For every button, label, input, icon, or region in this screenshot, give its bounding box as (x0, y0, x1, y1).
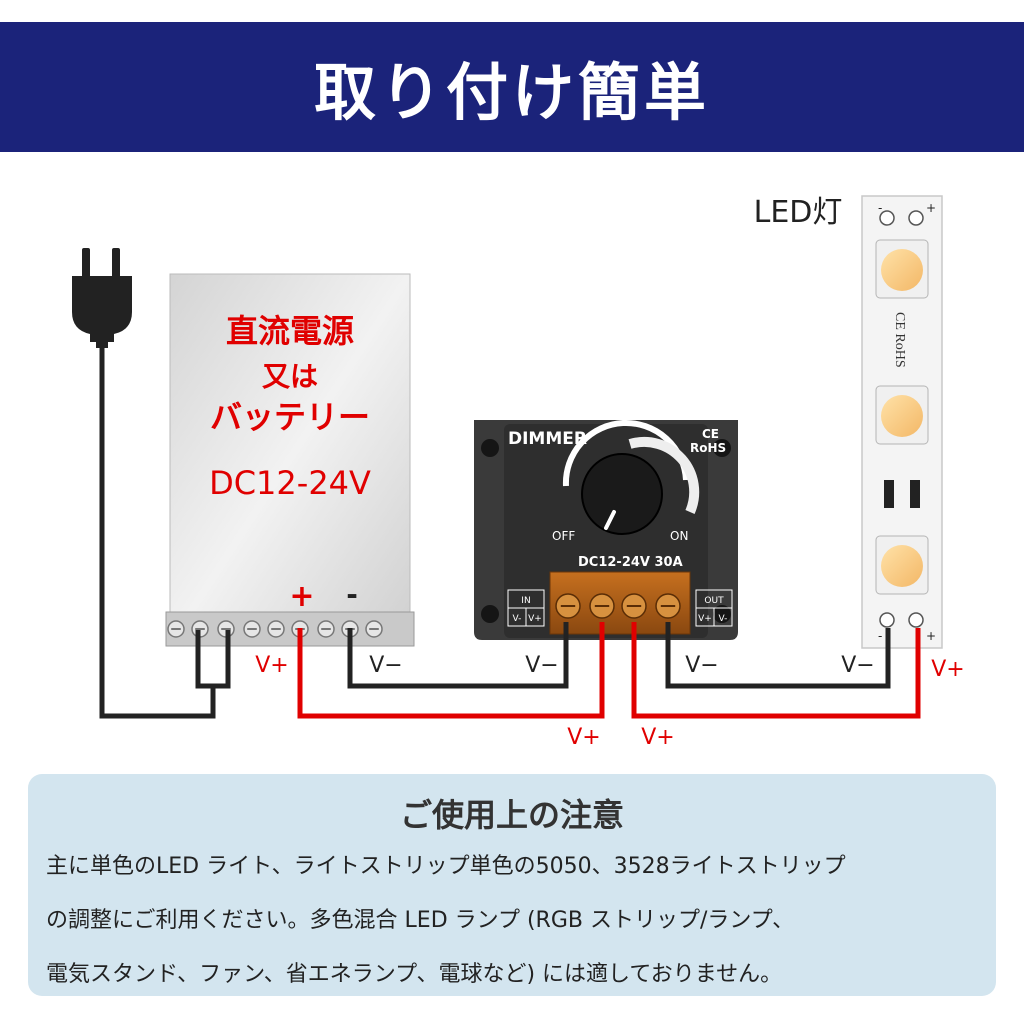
terminal-screw (589, 593, 615, 619)
terminal-screw (655, 593, 681, 619)
led-top-plus: + (926, 201, 936, 215)
led-chip (875, 239, 929, 299)
usage-notes-panel: ご使用上の注意 主に単色のLED ライト、ライトストリップ単色の5050、352… (28, 774, 996, 996)
led-chip (875, 385, 929, 445)
dimmer-in-label: IN (521, 596, 530, 606)
terminal-screw (621, 593, 647, 619)
notes-line: 電気スタンド、ファン、省エネランプ、電球など) には適しておりません。 (46, 962, 783, 987)
led-bottom-minus: - (878, 629, 882, 643)
power-supply: 直流電源 又は バッテリー DC12-24V + - (165, 273, 415, 647)
psu-vminus-label: V− (369, 653, 402, 678)
led-cert-label: CE RoHS (892, 312, 907, 368)
wiring-diagram: 直流電源 又は バッテリー DC12-24V + - DIMMER CE RoH… (72, 195, 965, 750)
dimmer-out-label: OUT (704, 596, 724, 606)
dimmer-knob[interactable] (581, 453, 663, 535)
led-vplus-label: V+ (931, 657, 964, 682)
dimmer-in-vplus-label: V+ (567, 725, 600, 750)
negative-wire-in (347, 622, 569, 689)
led-top-minus: - (878, 201, 882, 215)
dimmer-terminal-block (555, 593, 681, 619)
led-vminus-label: V− (841, 653, 874, 678)
plug-cable-fork (195, 630, 231, 689)
dimmer-off-label: OFF (552, 529, 575, 543)
dimmer-device: DIMMER CE RoHS OFF ON DC12-24V 30A IN V-… (474, 420, 738, 640)
led-bottom-plus: + (926, 629, 936, 643)
dimmer-in-vminus-label: V− (525, 653, 558, 678)
psu-terminal-block (167, 620, 383, 638)
psu-label-line1: 直流電源 (226, 312, 354, 350)
dimmer-ce-label: CE (702, 427, 719, 441)
terminal-screw (243, 620, 261, 638)
psu-plus-label: + (289, 579, 314, 614)
positive-wire-in (297, 622, 605, 719)
terminal-screw (555, 593, 581, 619)
led-chip (875, 535, 929, 595)
dimmer-brand-label: DIMMER (508, 429, 587, 449)
header-banner: 取り付け簡単 (0, 22, 1024, 152)
dimmer-rohs-label: RoHS (690, 441, 726, 455)
psu-minus-label: - (346, 578, 358, 611)
dimmer-out-terminal-1: V+ (698, 614, 712, 624)
plug-cable (99, 346, 216, 719)
led-title: LED灯 (754, 195, 843, 230)
terminal-screw (167, 620, 185, 638)
psu-vplus-label: V+ (255, 653, 288, 678)
terminal-screw (317, 620, 335, 638)
led-resistor (884, 480, 920, 508)
page-title: 取り付け簡単 (313, 56, 710, 129)
psu-voltage-label: DC12-24V (209, 464, 371, 502)
terminal-screw (365, 620, 383, 638)
dimmer-on-label: ON (670, 529, 688, 543)
dimmer-out-vminus-label: V− (685, 653, 718, 678)
dimmer-out-terminal-2: V- (719, 614, 728, 624)
psu-label-line3: バッテリー (210, 398, 370, 436)
positive-wire-out (631, 622, 921, 719)
wires (99, 346, 921, 719)
led-strip: LED灯 - + CE RoHS - + (754, 195, 943, 649)
notes-title: ご使用上の注意 (399, 796, 624, 834)
psu-label-line2: 又は (262, 360, 318, 393)
dimmer-rating-label: DC12-24V 30A (578, 555, 683, 570)
power-plug-icon (72, 248, 132, 348)
notes-line: 主に単色のLED ライト、ライトストリップ単色の5050、3528ライトストリッ… (46, 854, 846, 879)
dimmer-in-terminal-1: V- (513, 614, 522, 624)
terminal-screw (267, 620, 285, 638)
dimmer-out-vplus-label: V+ (641, 725, 674, 750)
negative-wire-out (665, 622, 891, 689)
notes-line: の調整にご利用ください。多色混合 LED ランプ (RGB ストリップ/ランプ、 (46, 908, 795, 933)
dimmer-in-terminal-2: V+ (528, 614, 542, 624)
